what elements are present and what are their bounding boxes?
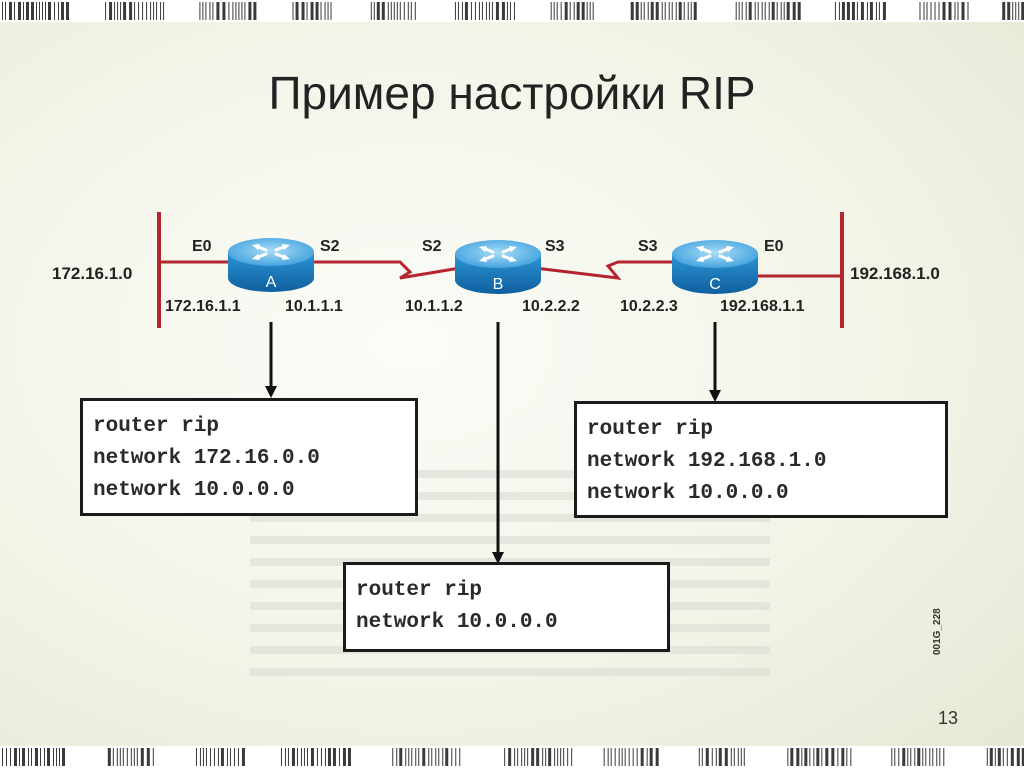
router-a-ip-left: 172.16.1.1 [165, 298, 241, 315]
serial-link-a-b [310, 260, 461, 280]
config-b-line: network 10.0.0.0 [356, 611, 558, 634]
config-b-line: router rip [356, 579, 483, 602]
config-c-line: network 192.168.1.0 [587, 450, 827, 473]
router-b-interface-right: S3 [545, 238, 565, 255]
router-c-interface-left: S3 [638, 238, 658, 255]
router-a-icon [228, 238, 314, 292]
config-c-line: network 10.0.0.0 [587, 482, 789, 505]
router-c-icon [672, 240, 758, 294]
left-network-label: 172.16.1.0 [52, 264, 133, 283]
right-network-label: 192.168.1.0 [850, 264, 940, 283]
router-c-ip-right: 192.168.1.1 [720, 298, 805, 315]
config-box-a: router rip network 172.16.0.0 network 10… [80, 398, 418, 516]
config-a-line: router rip [93, 415, 220, 438]
serial-link-b-c [534, 260, 680, 280]
top-barcode-border [0, 0, 1024, 22]
router-c-name: C [709, 276, 721, 293]
bottom-barcode-border [0, 746, 1024, 768]
router-a-interface-right: S2 [320, 238, 340, 255]
router-a-name: A [265, 274, 277, 291]
figure-code: 001G_228 [932, 608, 943, 655]
config-box-b: router rip network 10.0.0.0 [343, 562, 670, 652]
router-c-ip-left: 10.2.2.3 [620, 298, 678, 315]
config-a-line: network 172.16.0.0 [93, 447, 320, 470]
config-c-line: router rip [587, 418, 714, 441]
router-b-ip-right: 10.2.2.2 [522, 298, 580, 315]
router-a-ip-right: 10.1.1.1 [285, 298, 343, 315]
page-number: 13 [938, 708, 959, 728]
config-box-c: router rip network 192.168.1.0 network 1… [574, 401, 948, 518]
router-b-ip-left: 10.1.1.2 [405, 298, 463, 315]
router-a-interface-left: E0 [192, 238, 212, 255]
slide-title: Пример настройки RIP [268, 67, 756, 119]
router-b-interface-left: S2 [422, 238, 442, 255]
router-c-interface-right: E0 [764, 238, 784, 255]
router-b-name: B [492, 276, 504, 293]
config-a-line: network 10.0.0.0 [93, 479, 295, 502]
router-b-icon [455, 240, 541, 294]
